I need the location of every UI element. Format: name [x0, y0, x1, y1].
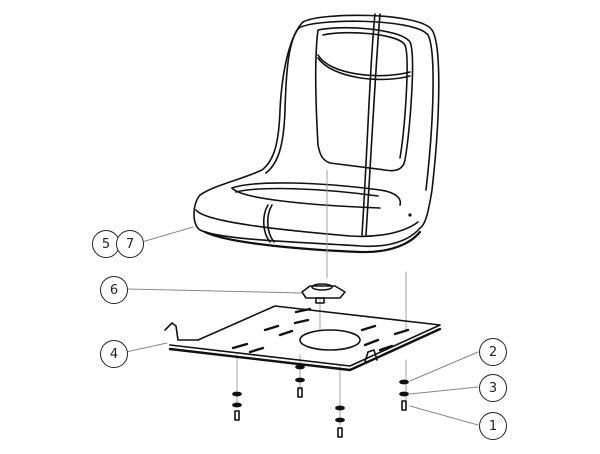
seat-drawing: [193, 13, 440, 254]
hardware-stack-center: [295, 364, 305, 398]
hardware-stack-right: [399, 379, 409, 411]
callout-5[interactable]: 5: [92, 230, 120, 258]
callout-3[interactable]: 3: [479, 374, 507, 402]
hardware-drawing: [232, 364, 409, 438]
hardware-stack-left: [232, 391, 242, 421]
hardware-stack-front: [335, 405, 345, 438]
callout-2[interactable]: 2: [479, 338, 507, 366]
swivel-bracket-drawing: [301, 283, 346, 304]
callout-4[interactable]: 4: [100, 340, 128, 368]
leader-lines: [125, 226, 479, 426]
callout-7[interactable]: 7: [116, 230, 144, 258]
callout-1[interactable]: 1: [479, 412, 507, 440]
mounting-plate-drawing: [164, 305, 442, 372]
callout-6[interactable]: 6: [100, 276, 128, 304]
